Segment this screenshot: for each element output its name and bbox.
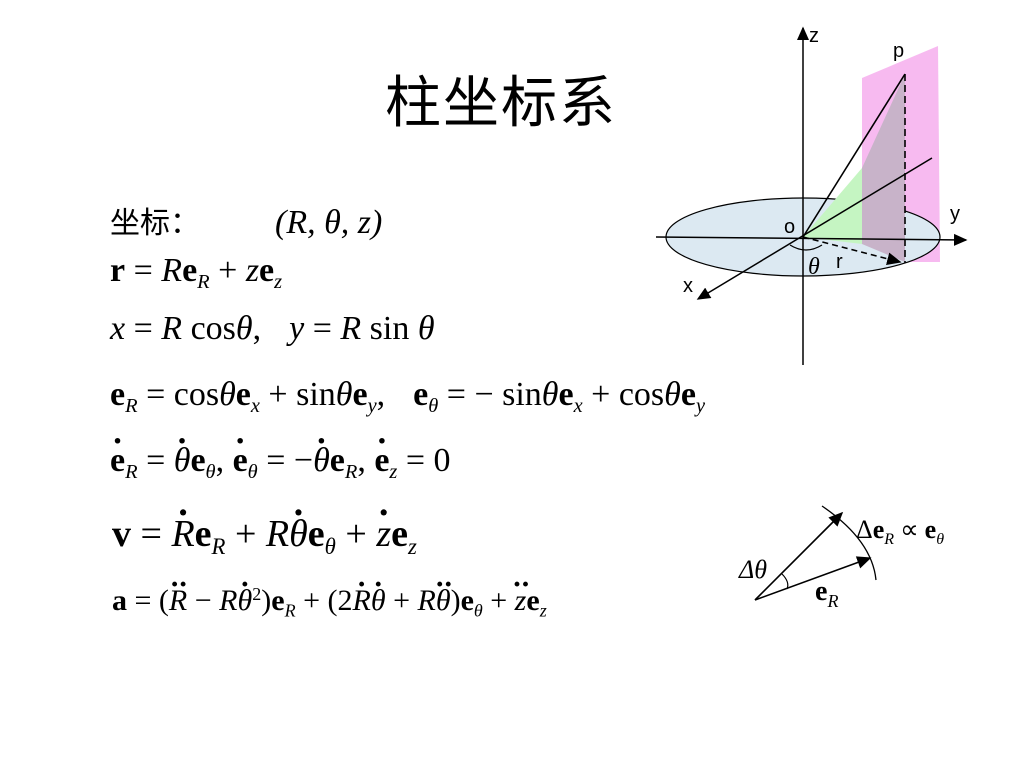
outer-arc (821, 505, 877, 581)
r-label: r (836, 251, 843, 273)
coordinates-label: 坐标： (110, 206, 200, 241)
e-r-vector (754, 556, 872, 601)
coordinates-tuple: (R, θ, z) (275, 204, 383, 241)
op-line (802, 73, 906, 238)
z-axis-label: z (809, 25, 819, 47)
x-axis (696, 157, 933, 300)
e-r-label: eR (815, 576, 838, 611)
x-axis-label: x (683, 275, 693, 297)
equation-acceleration: a = (R − Rθ2)eR + (2Rθ + Rθ)eθ + zez (112, 584, 547, 619)
equation-velocity: v = ReR + Rθeθ + zez (112, 512, 417, 558)
equation-cartesian-relation: x = R cosθ,y = R sin θ (110, 310, 435, 347)
p-label: p (893, 40, 904, 62)
projection-plane-green (803, 168, 862, 244)
equation-position-vector: r = ReR + zez (110, 252, 283, 294)
coordinates-line: 坐标： (R, θ, z) (110, 198, 382, 242)
equation-unit-vectors: eR = cosθex + sinθey,eθ = − sinθex + cos… (110, 376, 706, 418)
theta-label: θ (808, 254, 820, 280)
proportional-relation: ΔeR∝eθ (856, 515, 944, 548)
page-title: 柱坐标系 (385, 71, 617, 136)
y-axis (655, 233, 968, 246)
delta-theta-arc (781, 573, 789, 590)
r-vector (802, 236, 902, 266)
delta-theta-label: Δθ (738, 555, 767, 584)
o-label: o (784, 216, 795, 238)
rotated-e-r-vector (754, 511, 844, 601)
equation-unit-vector-derivatives: eR = θeθ, eθ = −θeR, ez = 0 (110, 442, 451, 482)
theta-arc (789, 244, 823, 251)
y-axis-label: y (950, 203, 960, 225)
projection-plane-overlap (862, 74, 905, 262)
